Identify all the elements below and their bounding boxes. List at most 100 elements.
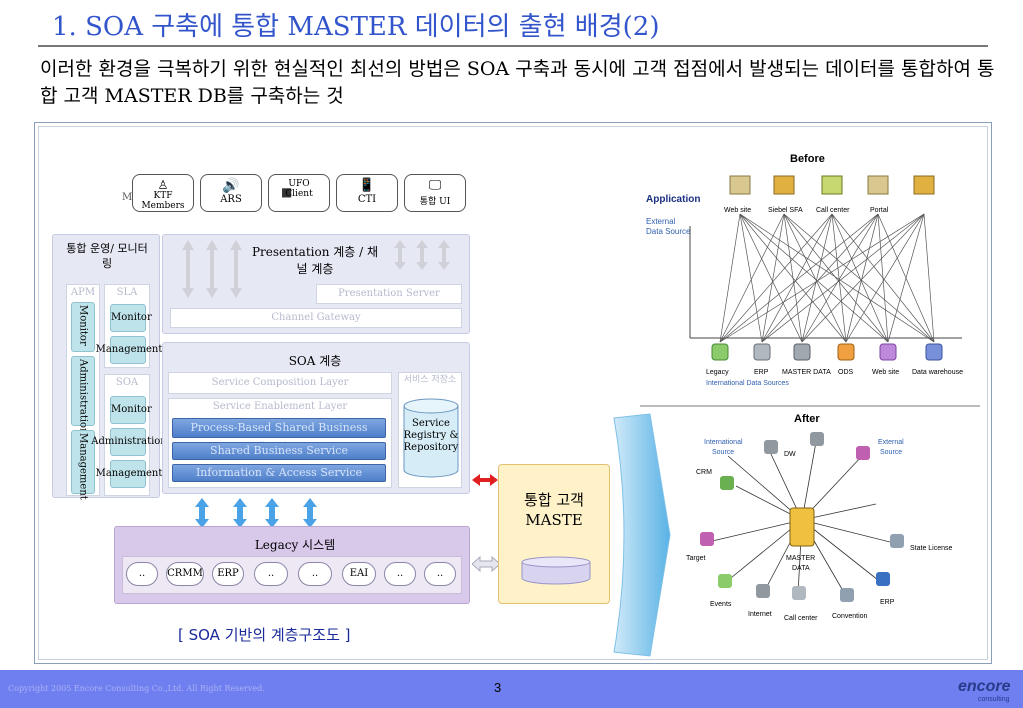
soa-management: Management <box>96 460 162 488</box>
apm-administration: Administration <box>71 356 95 435</box>
apm-monitor: Monitor <box>71 302 95 352</box>
app-label-portal: Portal <box>870 207 889 214</box>
apm-management: Management <box>71 430 95 500</box>
app-label-web-site: Web site <box>724 207 751 214</box>
logo-subtext: consulting <box>978 696 1010 703</box>
transition-arrow <box>613 413 671 657</box>
app-icon <box>773 175 795 195</box>
application-label: Application <box>646 194 700 205</box>
channel-label: ARS <box>220 194 242 205</box>
external-label-1: External <box>646 217 676 226</box>
after-node-internet: Internet <box>748 611 772 618</box>
legacy-master-arrow <box>472 556 500 572</box>
after-node-dw: DW <box>784 451 796 458</box>
after-center-label-2: DATA <box>792 565 810 572</box>
after-spokes <box>707 441 899 597</box>
slide-subtitle: 이러한 환경을 극복하기 위한 현실적인 최선의 방법은 SOA 구축과 동시에… <box>40 58 995 107</box>
channel-label: 통합 UI <box>419 197 451 207</box>
service-information-access: Information & Access Service <box>172 464 386 482</box>
master-data-core <box>789 507 815 547</box>
repository-header: 서비스 저장소 <box>403 375 457 385</box>
channel-cti: 📱 CTI <box>336 174 398 212</box>
after-node-events: Events <box>710 601 732 608</box>
channel-label: CTI <box>357 194 377 205</box>
before-after-diagram: Before Application External Data Source … <box>640 153 980 622</box>
apm-management-label: Management <box>77 433 89 500</box>
after-node-international-2: Source <box>712 449 734 456</box>
before-app-icons <box>729 175 935 195</box>
channel-ufo: ■ UFO Client <box>268 174 330 212</box>
source-label-legacy: Legacy <box>706 369 729 376</box>
app-icon <box>913 175 935 195</box>
app-label-siebel-sfa: Siebel SFA <box>768 207 803 214</box>
external-label-2: Data Source <box>646 227 691 236</box>
source-label-data-warehouse: Data warehouse <box>912 369 963 376</box>
soa-layer-title: SOA 계층 <box>288 354 342 368</box>
channel-integrated-ui: 🖵 통합 UI <box>404 174 466 212</box>
source-label-master-data: MASTER DATA <box>782 369 831 376</box>
legacy-item: .. <box>384 562 416 586</box>
after-node-state-license: State License <box>910 545 953 552</box>
after-node-external-2: Source <box>880 449 902 456</box>
channel-label: KTF Members <box>141 191 185 211</box>
app-icon <box>729 175 751 195</box>
after-node-external: External <box>878 439 904 446</box>
after-node-crm: CRM <box>696 469 712 476</box>
app-label-call-center: Call center <box>816 207 850 214</box>
legacy-title: Legacy 시스템 <box>254 538 336 552</box>
legacy-item-crmm: CRMM <box>166 562 204 586</box>
after-node-target: Target <box>686 555 706 562</box>
title-divider <box>38 45 988 47</box>
after-node-international: International <box>704 439 743 446</box>
repository-label: Service Registry & Repository <box>403 418 459 453</box>
footer-bar <box>0 670 1023 708</box>
person-icon: ♙ <box>157 178 169 192</box>
app-icon <box>821 175 843 195</box>
monitor-icon: 🖵 <box>428 178 442 193</box>
after-node-icons <box>700 432 904 602</box>
legacy-item: .. <box>298 562 332 586</box>
channel-gateway: Channel Gateway <box>170 308 462 328</box>
soa-monitor: Monitor <box>110 396 152 424</box>
apm-monitor-label: Monitor <box>77 305 89 346</box>
monitoring-panel-title: 통합 운영/ 모니터링 <box>66 242 148 270</box>
soa-administration-label: Administration <box>91 436 167 447</box>
sla-monitor-label: Monitor <box>111 312 152 323</box>
before-title: Before <box>790 153 825 165</box>
service-composition-layer: Service Composition Layer <box>168 372 392 394</box>
service-shared-business: Shared Business Service <box>172 442 386 460</box>
legacy-item-erp: ERP <box>212 562 244 586</box>
car-icon: ■ <box>281 185 293 199</box>
legacy-item-eai: EAI <box>342 562 376 586</box>
soa-legacy-arrows <box>195 498 317 528</box>
international-sources-label: International Data Sources <box>706 380 789 387</box>
after-node-erp: ERP <box>880 599 895 606</box>
master-db-icon <box>521 556 591 585</box>
page-number: 3 <box>494 680 502 695</box>
legacy-item: .. <box>126 562 158 586</box>
apm-administration-label: Administration <box>77 359 89 435</box>
app-icon <box>867 175 889 195</box>
apm-label: APM <box>70 287 96 298</box>
phone-icon: 📱 <box>358 178 376 193</box>
diagram-caption: [ SOA 기반의 계층구조도 ] <box>178 626 351 644</box>
soa-management-label: Management <box>95 468 163 479</box>
service-process-based: Process-Based Shared Business Service <box>172 418 386 452</box>
after-title: After <box>794 413 820 425</box>
source-label-erp: ERP <box>754 369 769 376</box>
presentation-title: Presentation 계층 / 채널 계층 <box>251 245 379 276</box>
legacy-item: .. <box>424 562 456 586</box>
sla-management-label: Management <box>95 344 163 355</box>
logo-text: encore <box>958 678 1011 695</box>
diagram-frame-inner <box>38 126 988 660</box>
after-node-call-center: Call center <box>784 615 818 622</box>
after-node-convention: Convention <box>832 613 868 620</box>
sla-label: SLA <box>116 287 138 298</box>
presentation-server: Presentation Server <box>316 284 462 304</box>
copyright-text: Copyright 2005 Encore Consulting Co.,Ltd… <box>8 684 265 693</box>
repository-cylinder <box>403 398 459 478</box>
source-label-web-site: Web site <box>872 369 899 376</box>
integrated-master-title: 통합 고객 MASTE <box>524 491 584 529</box>
soa-master-arrow <box>472 474 498 486</box>
speaker-icon: 🔊 <box>222 178 240 194</box>
